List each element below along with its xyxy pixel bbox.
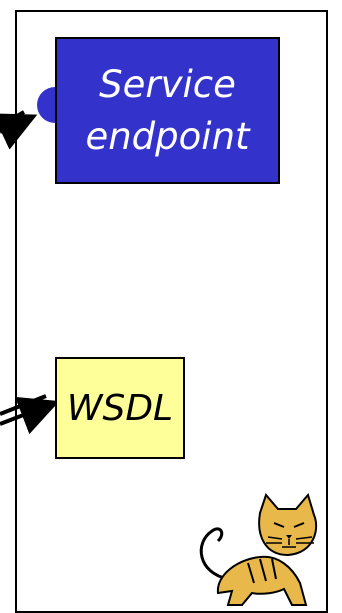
wsdl-arrow-double [0,394,47,416]
endpoint-arrow-double [0,110,26,128]
wsdl-box: WSDL [55,357,185,459]
wsdl-label: WSDL [66,387,174,429]
service-endpoint-box: Service endpoint [55,37,280,184]
endpoint-arrow [0,113,38,150]
wsdl-arrow [0,396,60,435]
service-label-line1: Service [99,62,236,106]
service-endpoint-label: Service endpoint [85,59,249,163]
tomcat-logo [199,493,318,606]
service-label-line2: endpoint [85,114,250,158]
